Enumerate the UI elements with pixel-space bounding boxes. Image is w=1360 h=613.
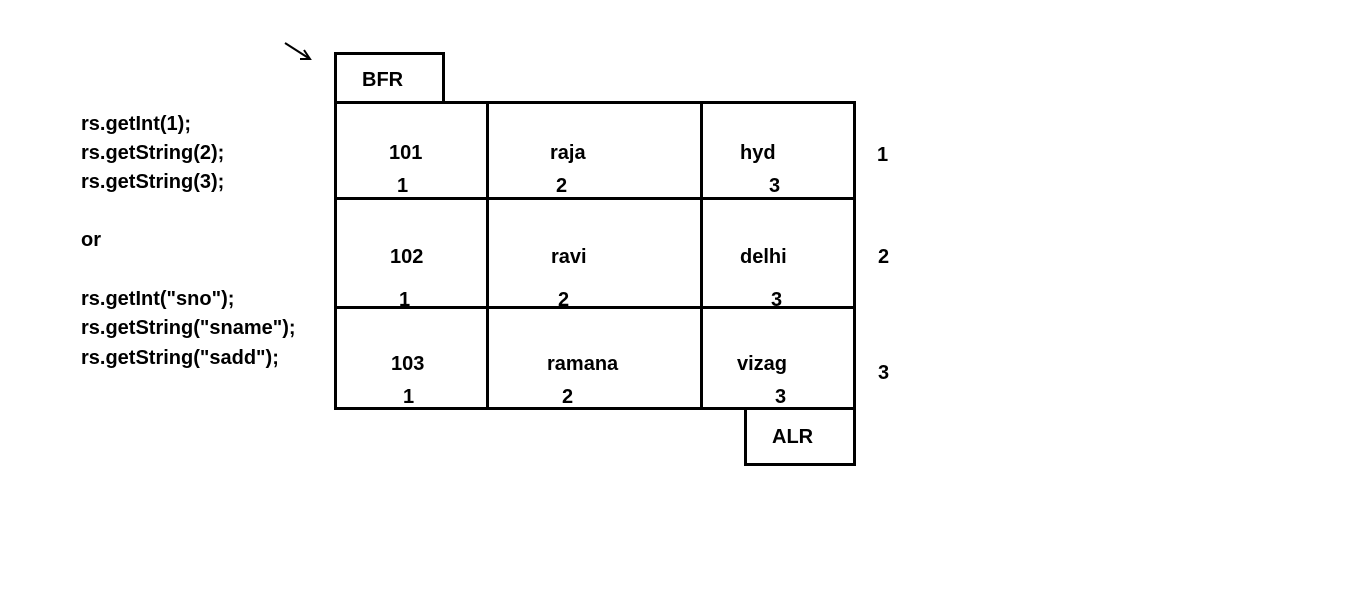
row-divider <box>334 306 856 309</box>
code-line-getstring-name-sname: rs.getString("sname"); <box>81 317 296 339</box>
row-number: 3 <box>878 362 890 384</box>
column-index: 3 <box>769 175 781 197</box>
column-index: 1 <box>399 289 411 311</box>
cursor-arrow-icon <box>284 42 312 60</box>
column-index: 3 <box>775 386 787 408</box>
alr-marker-box <box>744 407 856 466</box>
column-index: 2 <box>558 289 570 311</box>
resultset-table <box>334 101 856 410</box>
alr-label: ALR <box>772 426 814 448</box>
cell-sadd: hyd <box>740 142 776 164</box>
code-line-getint-index: rs.getInt(1); <box>81 113 191 135</box>
column-divider <box>700 101 703 410</box>
cell-sadd: delhi <box>740 246 787 268</box>
row-number: 1 <box>877 144 889 166</box>
row-divider <box>334 197 856 200</box>
code-line-getstring-name-sadd: rs.getString("sadd"); <box>81 347 279 369</box>
code-line-getint-name: rs.getInt("sno"); <box>81 288 235 310</box>
cell-sno: 102 <box>390 246 424 268</box>
row-number: 2 <box>878 246 890 268</box>
cell-sno: 103 <box>391 353 425 375</box>
column-index: 3 <box>771 289 783 311</box>
or-label: or <box>81 229 101 251</box>
cell-sname: ravi <box>551 246 587 268</box>
column-index: 2 <box>562 386 574 408</box>
column-index: 1 <box>403 386 415 408</box>
cell-sadd: vizag <box>737 353 788 375</box>
column-index: 1 <box>397 175 409 197</box>
code-line-getstring-index-2: rs.getString(2); <box>81 142 225 164</box>
cell-sname: raja <box>550 142 586 164</box>
cell-sno: 101 <box>389 142 423 164</box>
cell-sname: ramana <box>547 353 619 375</box>
bfr-label: BFR <box>362 69 404 91</box>
column-index: 2 <box>556 175 568 197</box>
code-line-getstring-index-3: rs.getString(3); <box>81 171 225 193</box>
column-divider <box>486 101 489 410</box>
